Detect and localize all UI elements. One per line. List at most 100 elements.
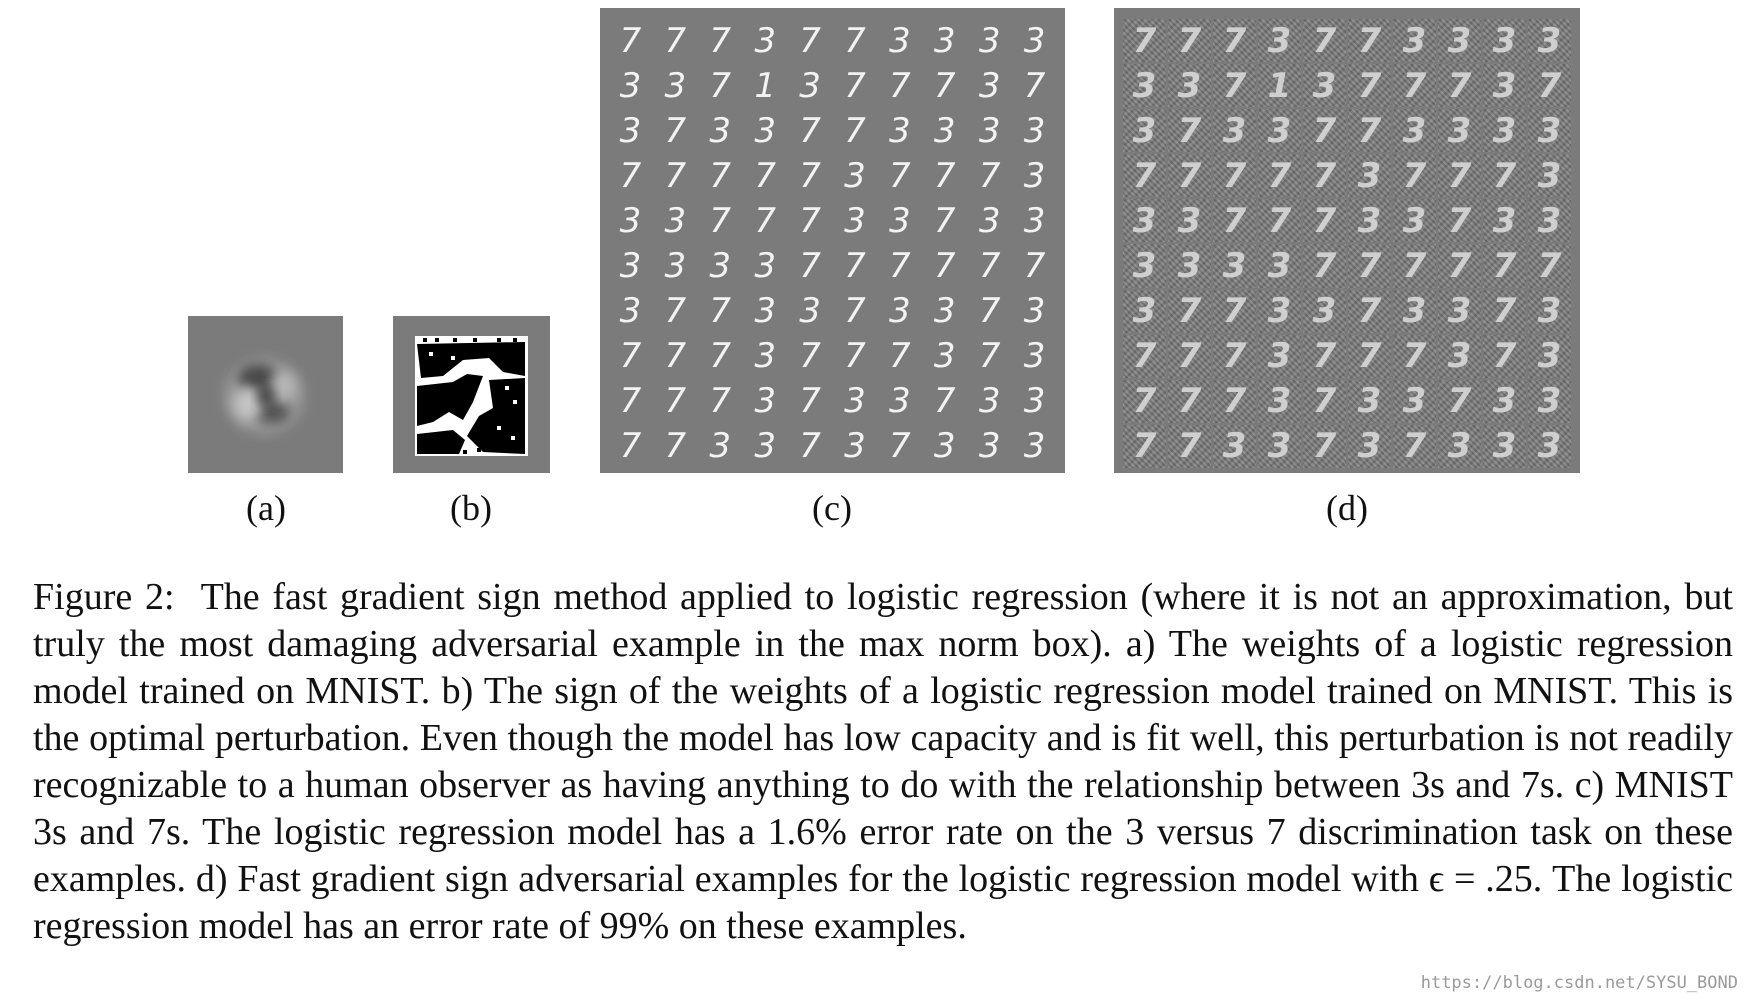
mnist-digit: 7 [709, 291, 732, 332]
mnist-digit: 3 [933, 426, 956, 467]
mnist-digit: 3 [754, 426, 776, 467]
mnist-digit: 7 [844, 110, 866, 151]
adversarial-digit: 3 [1528, 379, 1571, 423]
adversarial-digit: 7 [1348, 289, 1391, 333]
adversarial-digit: 7 [1393, 334, 1436, 378]
adversarial-digit: 3 [1393, 199, 1436, 243]
adversarial-digit: 7 [1348, 64, 1391, 108]
adversarial-digit: 7 [1483, 334, 1526, 378]
adversarial-digit: 3 [1258, 424, 1301, 468]
mnist-digit: 3 [978, 381, 1001, 422]
mnist-digit: 7 [799, 246, 821, 287]
mnist-digit: 7 [889, 246, 911, 287]
adversarial-digit: 3 [1348, 424, 1391, 468]
mnist-digit: 7 [799, 381, 821, 422]
mnist-digit: 7 [844, 246, 866, 287]
mnist-digit: 3 [709, 426, 732, 467]
adversarial-digit: 3 [1348, 199, 1391, 243]
watermark-url: https://blog.csdn.net/SYSU_BOND [1420, 973, 1738, 993]
adversarial-digit: 3 [1303, 289, 1346, 333]
adversarial-digit: 3 [1123, 109, 1166, 153]
mnist-digit: 7 [844, 65, 866, 106]
adversarial-digit: 3 [1393, 379, 1436, 423]
adversarial-digit: 3 [1258, 334, 1301, 378]
adversarial-digit: 7 [1213, 19, 1256, 63]
mnist-digit: 7 [1023, 65, 1046, 106]
adversarial-digit: 7 [1258, 154, 1301, 198]
adversarial-digit: 3 [1303, 64, 1346, 108]
mnist-digit: 3 [619, 65, 642, 106]
adversarial-digit: 7 [1168, 19, 1211, 63]
mnist-digit: 3 [799, 65, 821, 106]
adversarial-digit: 7 [1213, 64, 1256, 108]
mnist-digit: 7 [664, 381, 687, 422]
mnist-digit: 3 [978, 110, 1001, 151]
adversarial-digit: 3 [1438, 334, 1481, 378]
mnist-digit: 7 [664, 336, 687, 377]
adversarial-digit: 7 [1213, 334, 1256, 378]
mnist-digit: 3 [889, 291, 911, 332]
mnist-digit: 3 [978, 20, 1001, 61]
mnist-digit: 7 [799, 200, 821, 241]
mnist-digit: 3 [889, 20, 911, 61]
mnist-digit: 3 [1023, 110, 1046, 151]
adversarial-digit: 7 [1303, 379, 1346, 423]
mnist-digit: 3 [1023, 200, 1046, 241]
mnist-digit: 7 [978, 246, 1001, 287]
mnist-digit: 7 [709, 155, 732, 196]
adversarial-digit: 1 [1258, 64, 1301, 108]
mnist-digit: 7 [664, 426, 687, 467]
adversarial-digit: 3 [1438, 109, 1481, 153]
adversarial-digit: 3 [1438, 424, 1481, 468]
adversarial-digit: 7 [1303, 244, 1346, 288]
mnist-digit: 3 [978, 426, 1001, 467]
adversarial-digit: 7 [1348, 334, 1391, 378]
mnist-digit: 3 [933, 110, 956, 151]
adversarial-digit: 3 [1168, 244, 1211, 288]
adversarial-digit: 7 [1348, 109, 1391, 153]
adversarial-digit: 3 [1393, 289, 1436, 333]
adversarial-digit: 7 [1348, 19, 1391, 63]
adversarial-digit: 7 [1168, 334, 1211, 378]
adversarial-digit: 7 [1438, 244, 1481, 288]
adversarial-digit: 7 [1528, 244, 1571, 288]
adversarial-digit: 3 [1528, 19, 1571, 63]
mnist-digit: 7 [1023, 246, 1046, 287]
mnist-digit: 7 [664, 110, 687, 151]
mnist-digit: 7 [619, 426, 642, 467]
adversarial-digit: 7 [1213, 154, 1256, 198]
mnist-digit: 7 [799, 20, 821, 61]
weights-blur-graphic [188, 316, 343, 473]
mnist-digit: 7 [933, 381, 956, 422]
adversarial-digit: 3 [1258, 109, 1301, 153]
mnist-digit: 7 [619, 20, 642, 61]
mnist-digit: 3 [799, 291, 821, 332]
adversarial-digit: 3 [1123, 289, 1166, 333]
mnist-digit: 3 [933, 336, 956, 377]
mnist-digit: 7 [889, 336, 911, 377]
adversarial-digit: 3 [1438, 19, 1481, 63]
adversarial-digit: 7 [1303, 334, 1346, 378]
adversarial-digit: 3 [1438, 289, 1481, 333]
mnist-digit: 7 [889, 426, 911, 467]
mnist-digit: 3 [754, 110, 776, 151]
mnist-digit: 7 [754, 155, 776, 196]
mnist-digit: 3 [709, 246, 732, 287]
mnist-digit: 3 [844, 155, 866, 196]
mnist-digit: 7 [664, 155, 687, 196]
adversarial-digit: 7 [1438, 154, 1481, 198]
mnist-digit: 7 [709, 65, 732, 106]
mnist-digit: 7 [933, 155, 956, 196]
mnist-digit: 3 [664, 200, 687, 241]
adversarial-digit: 7 [1303, 199, 1346, 243]
panel-label-b: (b) [450, 488, 492, 528]
mnist-digit: 7 [844, 336, 866, 377]
adversarial-digit: 7 [1213, 199, 1256, 243]
adversarial-digit: 7 [1438, 64, 1481, 108]
mnist-digit: 3 [619, 246, 642, 287]
mnist-digit: 7 [709, 200, 732, 241]
mnist-digit: 3 [889, 200, 911, 241]
mnist-digit: 7 [619, 381, 642, 422]
